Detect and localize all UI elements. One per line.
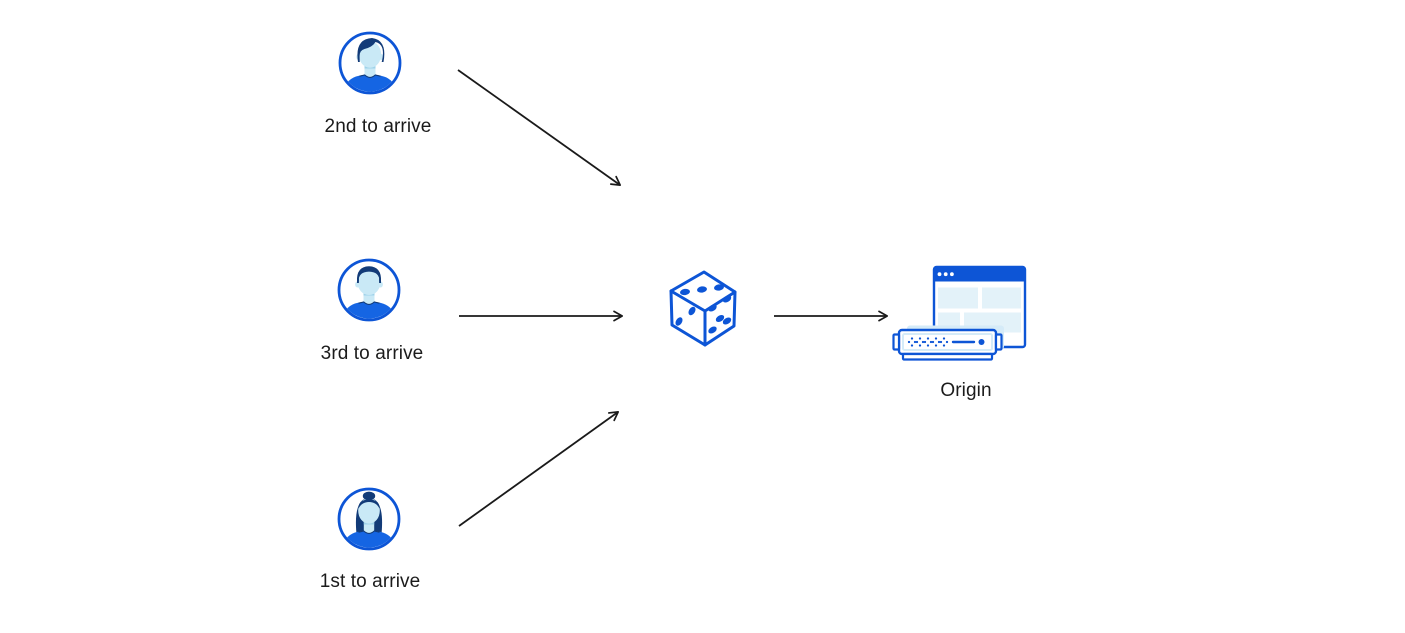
server-vent-dots [907, 337, 949, 347]
dice-node [666, 266, 742, 350]
origin-node [890, 262, 1030, 364]
user-avatar-woman-bun-icon [337, 487, 401, 551]
origin-label: Origin [940, 380, 992, 401]
origin-server-browser-icon [892, 265, 1027, 361]
dice-icon [669, 270, 737, 347]
arrow-user-1st-to-dice [458, 411, 620, 527]
user-label-2nd: 2nd to arrive [324, 116, 432, 137]
user-label-3rd: 3rd to arrive [320, 343, 424, 364]
user-node-1st [337, 487, 401, 551]
user-label-1st: 1st to arrive [319, 571, 421, 592]
user-avatar-man-swept-hair-icon [338, 31, 402, 95]
user-node-2nd [338, 31, 402, 95]
user-avatar-man-short-hair-icon [337, 258, 401, 322]
user-node-3rd [337, 258, 401, 322]
